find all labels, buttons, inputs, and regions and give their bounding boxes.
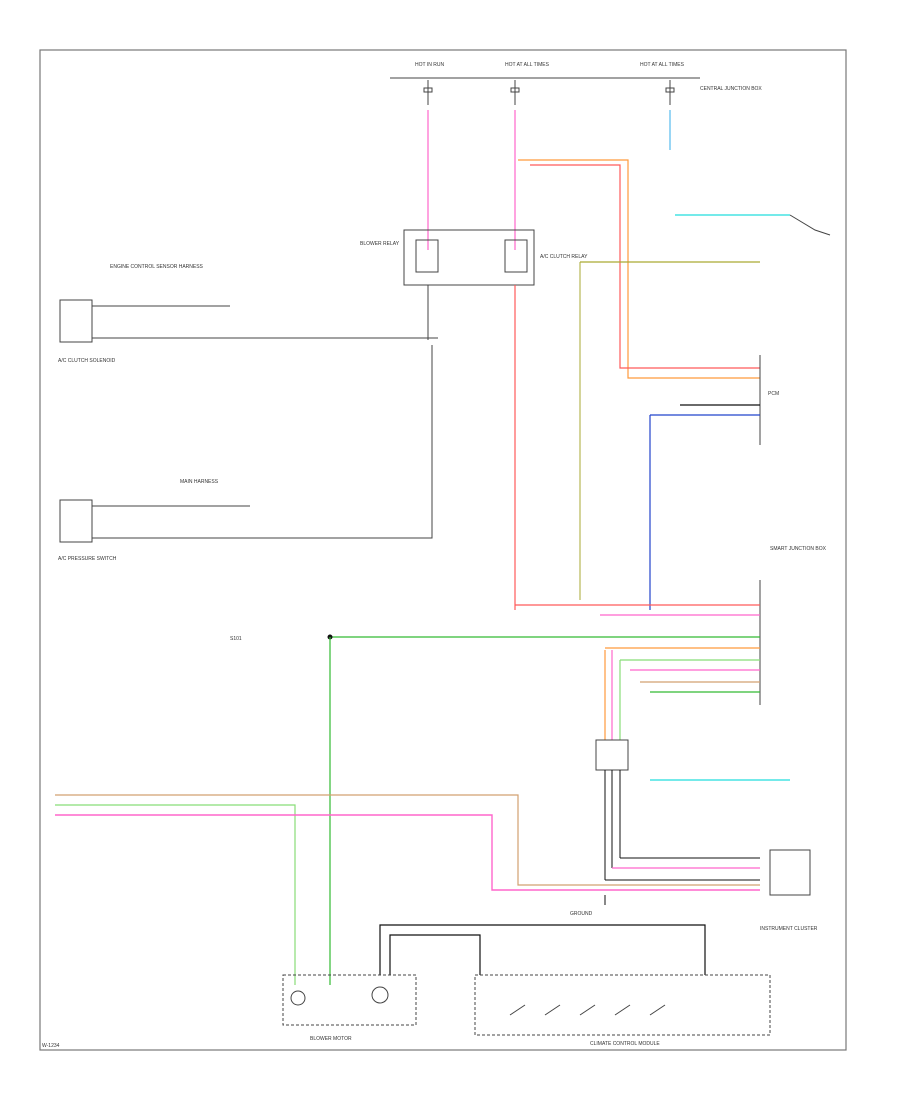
relay-left-label: BLOWER RELAY (360, 241, 400, 247)
bottom-right-box-label: CLIMATE CONTROL MODULE (590, 1041, 660, 1047)
relay-mid-coil (504, 239, 528, 273)
splice-label: S101 (230, 636, 242, 642)
fuse-right-desc: CENTRAL JUNCTION BOX (700, 86, 762, 92)
switch-right (789, 214, 831, 236)
relay-mid-label: A/C CLUTCH RELAY (540, 254, 588, 260)
right-conn-1-label: PCM (768, 391, 779, 397)
sensor-left-1-label: A/C CLUTCH SOLENOID (58, 358, 116, 364)
fuse-right-label: HOT AT ALL TIMES (640, 62, 685, 68)
motor-symbol (371, 986, 389, 1004)
climate-module-box (474, 974, 771, 1036)
page-code: W-1234 (42, 1043, 60, 1049)
relay-box (403, 229, 535, 286)
sensor-left-bottom (59, 499, 93, 543)
module-switches (509, 1004, 666, 1016)
fuse-right (665, 80, 675, 105)
long-wire-green (55, 804, 296, 985)
long-wire-tan (55, 794, 760, 886)
sensor-left-2-label: A/C PRESSURE SWITCH (58, 556, 117, 562)
wire-red-top (530, 164, 760, 369)
fuse-left-label: HOT IN RUN (415, 62, 444, 68)
right-conn-2-label: INSTRUMENT CLUSTER (760, 926, 818, 932)
bottom-left-box-label: BLOWER MOTOR (310, 1036, 352, 1042)
fuse-mid-label: HOT AT ALL TIMES (505, 62, 550, 68)
harness-inner (389, 934, 481, 975)
relay-left-coil (415, 239, 439, 273)
blower-motor-symbol (290, 990, 306, 1006)
long-wire-pink (55, 814, 760, 891)
wire-orange-top (518, 159, 760, 379)
fuse-left (423, 80, 433, 105)
right-mid-label: SMART JUNCTION BOX (770, 546, 827, 552)
fuse-mid (510, 80, 520, 105)
inline-connector (595, 739, 629, 771)
instrument-cluster-box (769, 849, 811, 896)
sensor-left-top (59, 299, 93, 343)
note-2-label: MAIN HARNESS (180, 479, 219, 485)
harness-outer (379, 924, 706, 975)
ground-label: GROUND (570, 911, 593, 917)
blower-motor-box (282, 974, 417, 1026)
wire-sensor-bottom-b (92, 345, 433, 539)
diagram-border (39, 49, 847, 1051)
note-1-label: ENGINE CONTROL SENSOR HARNESS (110, 264, 204, 270)
